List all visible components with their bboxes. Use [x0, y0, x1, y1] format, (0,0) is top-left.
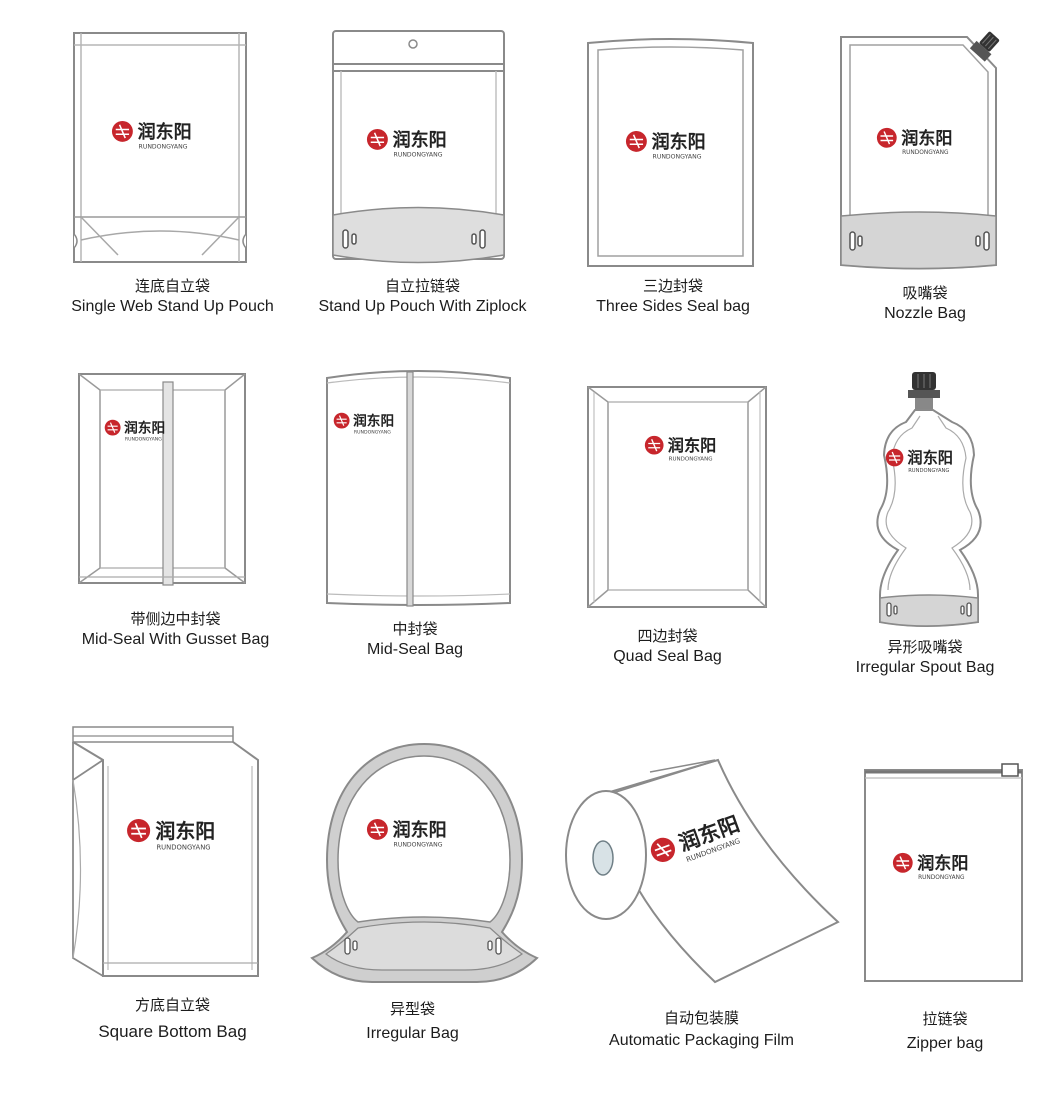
caption-zh: 连底自立袋 — [134, 277, 210, 295]
caption-zh: 自立拉链袋 — [384, 277, 460, 295]
bag-nozzle: 润东阳 RUNDONGYANG 吸嘴袋 Nozzle Bag — [820, 0, 1059, 330]
brand-name-zh: 润东阳 — [138, 121, 192, 143]
bag-mid-seal-gusset: 润东阳 RUNDONGYANG 带侧边中封袋 Mid-Seal With Gus… — [0, 350, 300, 680]
brand-name-zh: 润东阳 — [652, 131, 706, 153]
caption-zh: 三边封袋 — [642, 277, 703, 295]
bag-square-bottom: 润东阳 RUNDONGYANG 方底自立袋 Square Bottom Bag — [0, 700, 300, 1060]
brand-name-zh: 润东阳 — [917, 853, 968, 874]
caption-en: Stand Up Pouch With Ziplock — [318, 298, 527, 315]
bag-zipper: 润东阳 RUNDONGYANG 拉链袋 Zipper bag — [840, 700, 1059, 1060]
caption: 拉链袋 Zipper bag — [840, 1010, 1050, 1055]
automatic-packaging-film: 润东阳 RUNDONGYANG 自动包装膜 Automatic Packagin… — [550, 700, 840, 1060]
caption-en: Three Sides Seal bag — [596, 298, 750, 315]
caption-en: Single Web Stand Up Pouch — [71, 298, 274, 315]
brand-name-en: RUNDONGYANG — [653, 154, 702, 161]
caption-en: Mid-Seal With Gusset Bag — [81, 631, 270, 648]
brand-name-zh: 润东阳 — [124, 420, 165, 437]
single-web-stand-up-pouch-icon: 润东阳 RUNDONGYANG — [73, 32, 247, 263]
caption-en: Irregular Spout Bag — [855, 659, 995, 676]
caption: 方底自立袋 Square Bottom Bag — [25, 996, 320, 1043]
caption-zh: 自动包装膜 — [663, 1009, 739, 1027]
bag-mid-seal: 润东阳 RUNDONGYANG 中封袋 Mid-Seal Bag — [300, 350, 560, 680]
brand-name-zh: 润东阳 — [907, 449, 953, 467]
caption: 带侧边中封袋 Mid-Seal With Gusset Bag — [38, 610, 313, 651]
caption-zh: 拉链袋 — [922, 1010, 968, 1028]
brand-name-en: RUNDONGYANG — [354, 430, 391, 436]
brand-name-en: RUNDONGYANG — [902, 150, 949, 156]
caption: 自动包装膜 Automatic Packaging Film — [584, 1009, 819, 1052]
brand-name-en: RUNDONGYANG — [156, 844, 210, 852]
bag-irregular-spout: 润东阳 RUNDONGYANG 异形吸嘴袋 Irregular Spout Ba… — [820, 350, 1059, 690]
nozzle-bag-icon: 润东阳 RUNDONGYANG — [840, 31, 1000, 270]
brand-name-zh: 润东阳 — [393, 129, 447, 151]
quad-seal-bag-icon: 润东阳 RUNDONGYANG — [587, 386, 767, 608]
caption-en: Irregular Bag — [366, 1025, 459, 1042]
caption: 异形吸嘴袋 Irregular Spout Bag — [810, 638, 1040, 679]
brand-name-zh: 润东阳 — [901, 128, 952, 149]
caption: 异型袋 Irregular Bag — [300, 1000, 525, 1045]
irregular-spout-bag-icon: 润东阳 RUNDONGYANG — [876, 372, 982, 627]
mid-seal-bag-icon: 润东阳 RUNDONGYANG — [326, 370, 511, 607]
brand-name-zh: 润东阳 — [353, 413, 394, 430]
caption-zh: 吸嘴袋 — [902, 284, 948, 302]
bag-three-sides-seal: 润东阳 RUNDONGYANG 三边封袋 Three Sides Seal ba… — [560, 0, 800, 330]
bag-quad-seal: 润东阳 RUNDONGYANG 四边封袋 Quad Seal Bag — [560, 350, 810, 680]
caption: 三边封袋 Three Sides Seal bag — [548, 277, 798, 318]
brand-name-en: RUNDONGYANG — [918, 875, 965, 881]
caption: 吸嘴袋 Nozzle Bag — [810, 284, 1040, 325]
caption-zh: 异形吸嘴袋 — [887, 638, 963, 656]
caption: 自立拉链袋 Stand Up Pouch With Ziplock — [290, 277, 555, 318]
bag-irregular: 润东阳 RUNDONGYANG 异型袋 Irregular Bag — [300, 700, 550, 1060]
zipper-bag-icon: 润东阳 RUNDONGYANG — [864, 763, 1023, 982]
caption-en: Quad Seal Bag — [613, 648, 722, 665]
brand-name-en: RUNDONGYANG — [394, 152, 443, 159]
caption-en: Zipper bag — [906, 1035, 984, 1052]
brand-name-en: RUNDONGYANG — [908, 468, 949, 474]
caption: 四边封袋 Quad Seal Bag — [560, 627, 775, 668]
bag-stand-up-pouch-ziplock: 润东阳 RUNDONGYANG 自立拉链袋 Stand Up Pouch Wit… — [300, 0, 570, 330]
caption-en: Square Bottom Bag — [98, 1022, 247, 1041]
brand-name-zh: 润东阳 — [393, 819, 447, 841]
brand-name-en: RUNDONGYANG — [394, 842, 443, 849]
caption-zh: 带侧边中封袋 — [130, 610, 221, 628]
three-sides-seal-bag-icon: 润东阳 RUNDONGYANG — [587, 38, 754, 267]
brand-name-zh: 润东阳 — [155, 819, 215, 843]
square-bottom-bag-icon: 润东阳 RUNDONGYANG — [70, 726, 259, 977]
caption-zh: 异型袋 — [389, 1000, 435, 1018]
mid-seal-gusset-bag-icon: 润东阳 RUNDONGYANG — [78, 373, 246, 586]
caption-zh: 方底自立袋 — [134, 996, 210, 1014]
packaging-film-roll-icon: 润东阳 RUNDONGYANG — [565, 758, 840, 984]
brand-name-en: RUNDONGYANG — [125, 437, 162, 443]
brand-name-en: RUNDONGYANG — [139, 144, 188, 151]
irregular-bag-icon: 润东阳 RUNDONGYANG — [310, 742, 539, 983]
caption: 连底自立袋 Single Web Stand Up Pouch — [0, 277, 345, 318]
caption-en: Automatic Packaging Film — [609, 1032, 794, 1049]
caption: 中封袋 Mid-Seal Bag — [300, 620, 530, 661]
caption-en: Nozzle Bag — [884, 305, 966, 322]
bag-single-web-stand-up-pouch: 润东阳 RUNDONGYANG 连底自立袋 Single Web Stand U… — [0, 0, 274, 330]
caption-zh: 四边封袋 — [637, 627, 698, 645]
caption-en: Mid-Seal Bag — [366, 641, 464, 658]
brand-name-en: RUNDONGYANG — [669, 457, 713, 463]
brand-name-zh: 润东阳 — [668, 436, 716, 455]
stand-up-pouch-ziplock-icon: 润东阳 RUNDONGYANG — [332, 30, 505, 264]
caption-zh: 中封袋 — [392, 620, 438, 638]
